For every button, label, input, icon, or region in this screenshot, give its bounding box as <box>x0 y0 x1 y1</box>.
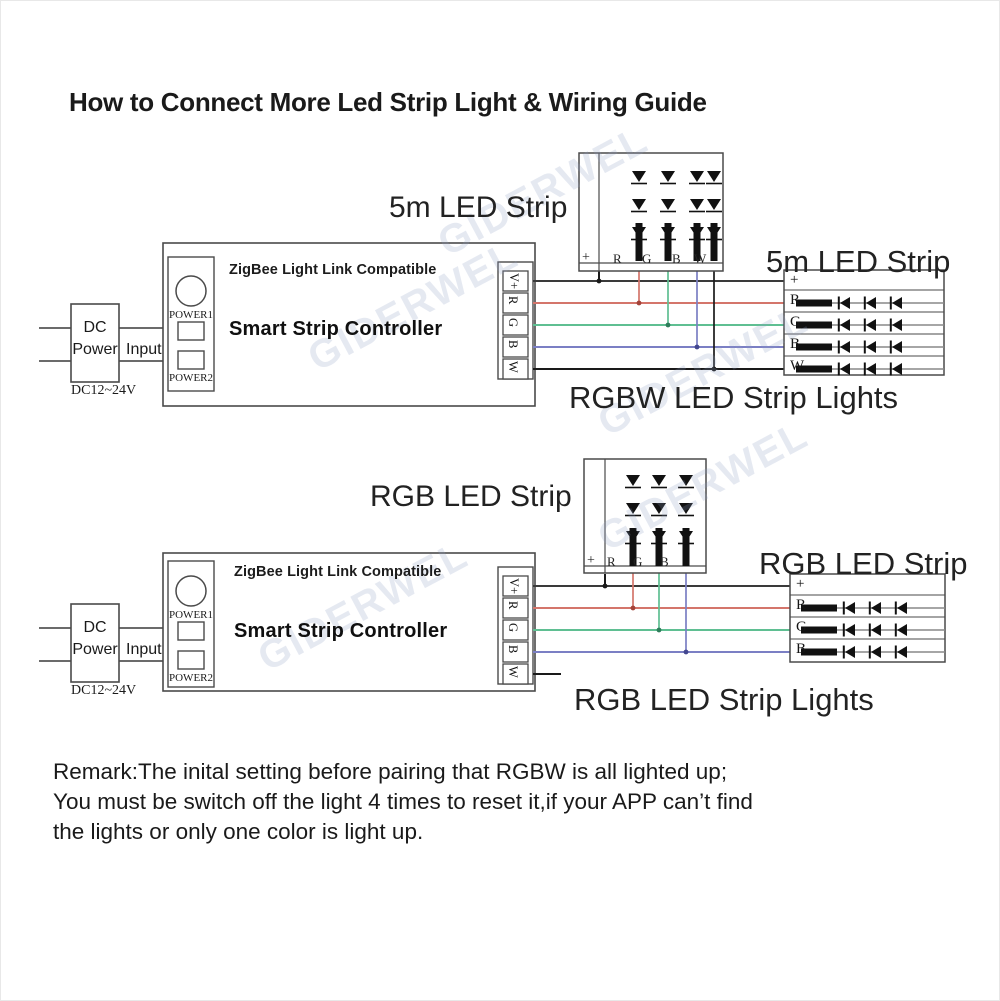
terminal-label-w: W <box>506 361 520 373</box>
input-label: Input <box>126 641 162 658</box>
page-title: How to Connect More Led Strip Light & Wi… <box>69 87 707 117</box>
power2-label: POWER2 <box>169 672 213 684</box>
remark-line-3: the lights or only one color is light up… <box>53 819 424 844</box>
terminal-label-vplus: V+ <box>507 578 521 595</box>
terminal-label-b: B <box>506 645 520 654</box>
power1-knob-rgbw[interactable] <box>175 275 207 307</box>
section-rgb <box>39 458 946 692</box>
caption-vertical-strip-rgbw: 5m LED Strip <box>389 191 568 224</box>
terminal-g-rgb[interactable] <box>502 619 529 641</box>
power1-knob-rgb[interactable] <box>175 575 207 607</box>
caption-rgb-strip-lights: RGB LED Strip Lights <box>574 682 874 717</box>
caption-vertical-strip-rgb: RGB LED Strip <box>370 480 572 513</box>
terminal-w-rgb[interactable] <box>502 663 529 685</box>
power2-label: POWER2 <box>169 372 213 384</box>
vstrip-channel-label-b-rgbw: B <box>672 251 681 266</box>
terminal-g-rgbw[interactable] <box>502 314 529 336</box>
caption-horizontal-strip-rgbw: 5m LED Strip <box>766 244 951 279</box>
hstrip-row-label-r-rgbw: R <box>790 292 801 308</box>
horizontal-led-strip-rgb <box>789 573 946 663</box>
terminal-b-rgbw[interactable] <box>502 336 529 358</box>
terminal-vplus-rgbw[interactable] <box>502 270 529 292</box>
vstrip-channel-label-w-rgbw: W <box>694 251 707 266</box>
remark-line-1: Remark:The inital setting before pairing… <box>53 759 728 784</box>
controller-subtitle: ZigBee Light Link Compatible <box>229 262 437 278</box>
controller-title: Smart Strip Controller <box>229 318 443 340</box>
dc-power-box-rgb <box>70 603 120 683</box>
terminal-label-r: R <box>506 296 520 305</box>
controller-body-rgb <box>162 552 536 692</box>
hstrip-row-label-r-rgb: R <box>796 597 807 613</box>
hstrip-row-label-b-rgb: B <box>796 641 807 657</box>
caption-rgbw-strip-lights: RGBW LED Strip Lights <box>569 380 899 415</box>
controller-body-rgbw <box>162 242 536 407</box>
power1-label: POWER1 <box>169 309 213 321</box>
hstrip-row-label-b-rgbw: B <box>790 336 801 352</box>
dc-power-label-line2: Power <box>72 341 118 358</box>
section-rgbw <box>39 152 945 407</box>
terminal-r-rgbw[interactable] <box>502 292 529 314</box>
dc-voltage-range: DC12~24V <box>71 683 137 698</box>
horizontal-led-strip-rgbw <box>783 269 945 377</box>
vstrip-plus-label-rgb: + <box>587 553 595 568</box>
vstrip-channel-label-r-rgbw: R <box>613 251 622 266</box>
dc-power-label-line2: Power <box>72 641 118 658</box>
hstrip-row-label-plus-rgb: + <box>796 576 805 592</box>
hstrip-row-label-g-rgbw: G <box>790 314 801 330</box>
dc-voltage-range: DC12~24V <box>71 383 137 398</box>
vertical-led-strip-rgb <box>583 458 707 574</box>
vstrip-channel-label-g-rgbw: G <box>642 251 652 266</box>
terminal-label-g: G <box>506 318 520 328</box>
power2-button-rgb[interactable] <box>177 650 205 670</box>
dc-power-label-line1: DC <box>83 319 107 336</box>
hstrip-row-label-w-rgbw: W <box>790 358 805 374</box>
power1-label: POWER1 <box>169 609 213 621</box>
terminal-label-b: B <box>506 340 520 349</box>
terminal-b-rgb[interactable] <box>502 641 529 663</box>
terminal-w-rgbw[interactable] <box>502 358 529 380</box>
terminal-r-rgb[interactable] <box>502 597 529 619</box>
controller-title: Smart Strip Controller <box>234 620 448 642</box>
terminal-label-vplus: V+ <box>507 273 521 290</box>
dc-power-box-rgbw <box>70 303 120 383</box>
terminal-label-w: W <box>506 666 520 678</box>
remark-block: Remark:The inital setting before pairing… <box>53 757 953 847</box>
vertical-led-strip-rgbw <box>578 152 724 272</box>
vstrip-plus-label-rgbw: + <box>582 250 590 265</box>
vstrip-channel-label-g-rgb: G <box>633 554 643 569</box>
hstrip-row-label-plus-rgbw: + <box>790 272 799 288</box>
power1-button-rgbw[interactable] <box>177 321 205 341</box>
power-input-wires-rgbw <box>39 327 168 362</box>
controller-subtitle: ZigBee Light Link Compatible <box>234 564 442 580</box>
input-label: Input <box>126 341 162 358</box>
terminal-label-r: R <box>506 601 520 610</box>
remark-line-2: You must be switch off the light 4 times… <box>53 789 753 814</box>
terminal-label-g: G <box>506 623 520 633</box>
power2-button-rgbw[interactable] <box>177 350 205 370</box>
dc-power-label-line1: DC <box>83 619 107 636</box>
power1-button-rgb[interactable] <box>177 621 205 641</box>
vstrip-channel-label-r-rgb: R <box>607 554 616 569</box>
caption-horizontal-strip-rgb: RGB LED Strip <box>759 546 968 581</box>
power-input-wires-rgb <box>39 627 168 662</box>
vstrip-channel-label-b-rgb: B <box>660 554 669 569</box>
hstrip-row-label-g-rgb: G <box>796 619 807 635</box>
terminal-vplus-rgb[interactable] <box>502 575 529 597</box>
